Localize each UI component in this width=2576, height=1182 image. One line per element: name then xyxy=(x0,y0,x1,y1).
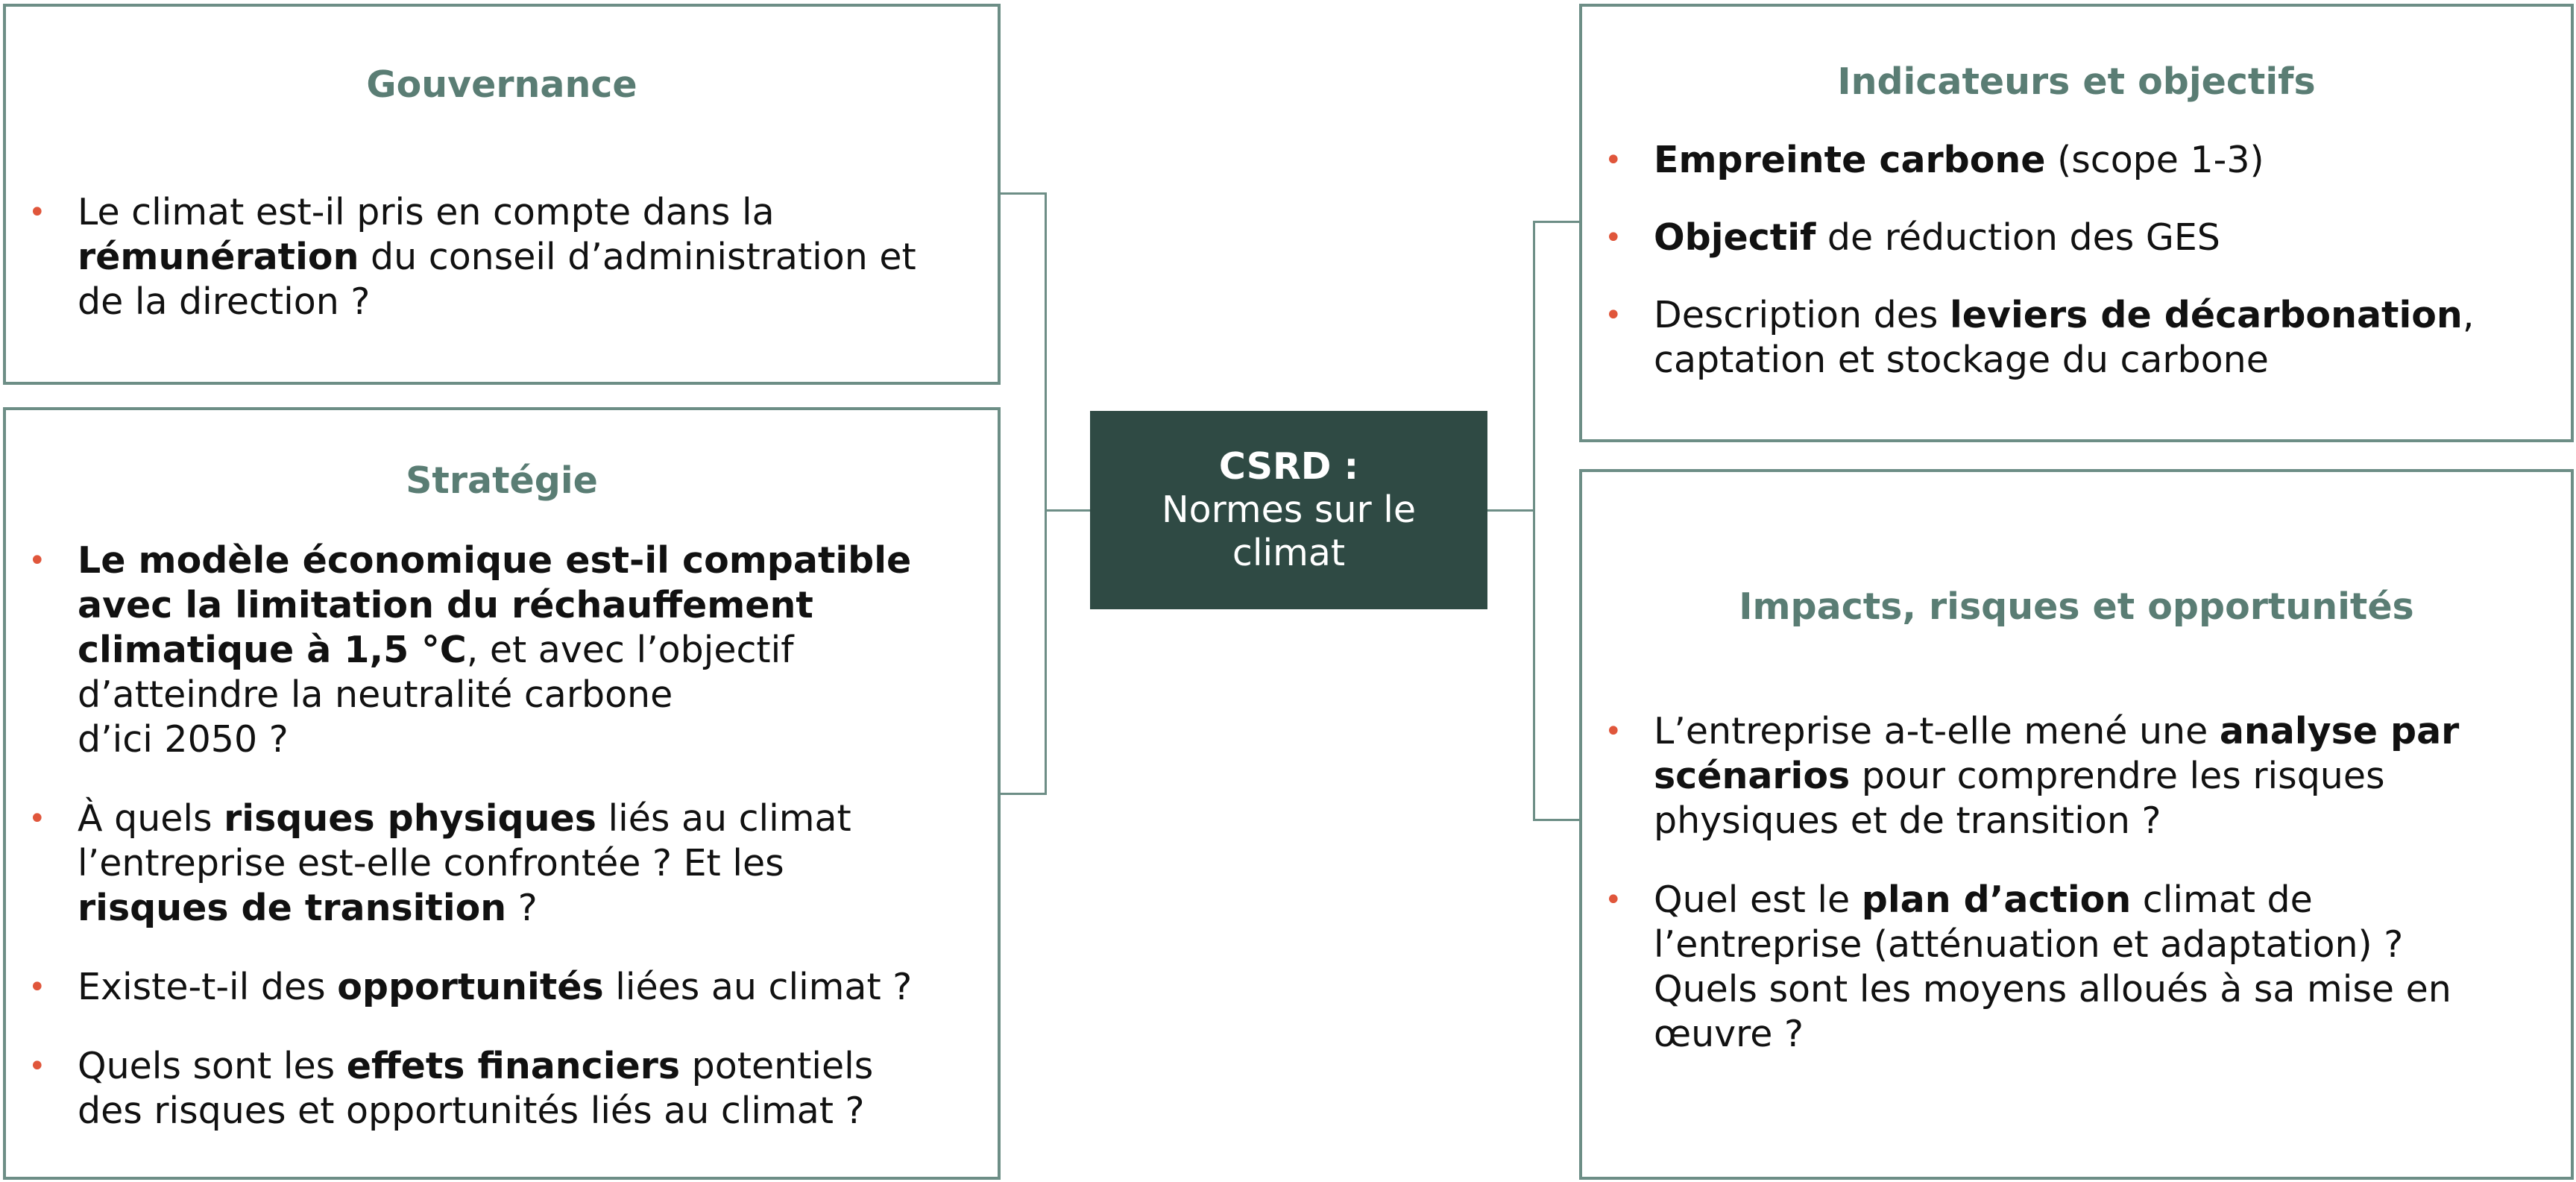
bullet-item: • L’entreprise a-t-elle mené une analyse … xyxy=(1582,709,2459,843)
connector-left-center-h xyxy=(1045,509,1091,512)
strategie-title: Stratégie xyxy=(406,459,598,502)
bullet-text: Description des leviers de décarbonation… xyxy=(1654,294,2475,381)
bullet-text: L’entreprise a-t-elle mené une analyse p… xyxy=(1654,710,2460,842)
impacts-title: Impacts, risques et opportunités xyxy=(1739,585,2414,628)
indicateurs-list: • Empreinte carbone (scope 1-3) • Objectif … xyxy=(1582,138,2474,383)
indicateurs-title: Indicateurs et objectifs xyxy=(1837,60,2316,103)
connector-right-center-h xyxy=(1487,509,1534,512)
bullet-dot-icon: • xyxy=(1605,298,1622,333)
connector-impacts-h xyxy=(1533,819,1582,821)
connector-indicateurs-h xyxy=(1533,221,1582,223)
bullet-text: À quels risques physiques liés au climat… xyxy=(78,797,851,929)
gouvernance-box: Gouvernance • Le climat est-il pris en co… xyxy=(3,4,1001,385)
connector-left-v xyxy=(1045,192,1047,795)
bullet-dot-icon: • xyxy=(28,970,46,1005)
bullet-item: • Existe-t-il des opportunités liées au c… xyxy=(6,965,912,1010)
bullet-item: • Objectif de réduction des GES xyxy=(1582,216,2474,260)
bullet-item: • Description des leviers de décarbonatio… xyxy=(1582,293,2474,383)
connector-gouvernance-h xyxy=(998,192,1046,195)
center-subtitle-line2: climat xyxy=(1232,532,1346,574)
csrd-center-box: CSRD : Normes sur le climat xyxy=(1090,411,1487,609)
bullet-text: Quels sont les effets financiers potenti… xyxy=(78,1045,874,1132)
bullet-item: • Le climat est-il pris en compte dans la… xyxy=(6,190,916,324)
bullet-text: Le climat est-il pris en compte dans la … xyxy=(78,191,916,323)
bullet-text: Existe-t-il des opportunités liées au cl… xyxy=(78,966,913,1008)
center-title: CSRD : xyxy=(1218,445,1359,488)
connector-strategie-h xyxy=(998,793,1046,795)
indicateurs-box: Indicateurs et objectifs • Empreinte carb… xyxy=(1579,4,2574,442)
bullet-dot-icon: • xyxy=(1605,714,1622,749)
bullet-text: Objectif de réduction des GES xyxy=(1654,216,2220,259)
bullet-dot-icon: • xyxy=(28,544,46,578)
bullet-dot-icon: • xyxy=(28,802,46,836)
gouvernance-title: Gouvernance xyxy=(366,63,637,106)
center-subtitle-line1: Normes sur le xyxy=(1162,488,1416,531)
gouvernance-list: • Le climat est-il pris en compte dans la… xyxy=(6,190,916,324)
bullet-item: • À quels risques physiques liés au clima… xyxy=(6,796,912,931)
bullet-item: • Empreinte carbone (scope 1-3) xyxy=(1582,138,2474,183)
bullet-dot-icon: • xyxy=(28,1049,46,1084)
bullet-item: • Quels sont les effets financiers potent… xyxy=(6,1044,912,1134)
connector-right-v xyxy=(1533,221,1535,821)
impacts-list: • L’entreprise a-t-elle mené une analyse … xyxy=(1582,709,2459,1057)
impacts-box: Impacts, risques et opportunités • L’entr… xyxy=(1579,469,2574,1180)
bullet-dot-icon: • xyxy=(28,195,46,230)
bullet-text: Empreinte carbone (scope 1-3) xyxy=(1654,139,2264,181)
bullet-dot-icon: • xyxy=(1605,883,1622,917)
strategie-box: Stratégie • Le modèle économique est-il c… xyxy=(3,407,1001,1180)
bullet-dot-icon: • xyxy=(1605,143,1622,177)
bullet-dot-icon: • xyxy=(1605,221,1622,255)
